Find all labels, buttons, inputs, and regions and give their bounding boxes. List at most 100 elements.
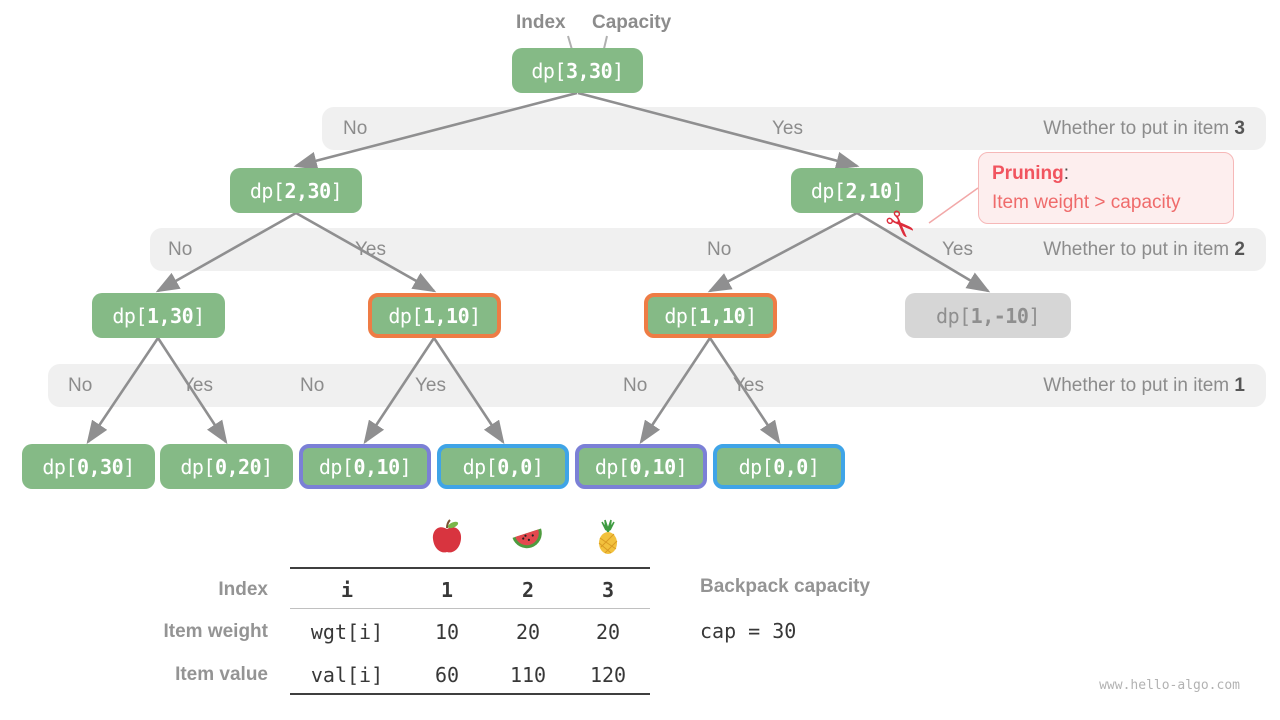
cell-w3: 20 (595, 620, 621, 644)
node-value: 1,-10 (970, 303, 1029, 328)
node-text: ] (612, 58, 624, 83)
node-value: 2,10 (845, 178, 892, 203)
backpack-capacity-value: cap = 30 (700, 619, 797, 643)
band-caption: Whether to put in item 2 (1043, 228, 1245, 271)
node-text: ] (531, 454, 544, 479)
node-text: ] (261, 454, 273, 479)
pruning-pointer-line (928, 187, 979, 224)
cell-2: 2 (521, 578, 535, 602)
pruning-callout: Pruning: Item weight > capacity (978, 152, 1234, 224)
backpack-capacity-label: Backpack capacity (700, 576, 871, 597)
node-dp-0-0-blue: dp[0,0] (713, 444, 845, 489)
cell-val: val[i] (310, 663, 384, 687)
node-text: ] (1028, 303, 1040, 328)
band-caption-text: Whether to put in item (1043, 118, 1230, 139)
watermelon-icon (511, 519, 545, 555)
pruning-title-text: Pruning (992, 163, 1064, 184)
band-item-number: 1 (1234, 375, 1245, 396)
node-dp-0-20: dp[0,20] (160, 444, 293, 489)
watermark: www.hello-algo.com (1099, 678, 1240, 693)
branch-label-no: No (707, 239, 732, 260)
node-text: ] (123, 454, 135, 479)
node-value: 1,10 (698, 303, 746, 328)
row-label-value: Item value (175, 664, 268, 685)
node-text: ] (745, 303, 757, 328)
branch-label-yes: Yes (733, 375, 764, 396)
branch-label-no: No (343, 118, 368, 139)
node-text: dp[ (388, 303, 423, 328)
node-text: dp[ (462, 454, 498, 479)
node-dp-0-30: dp[0,30] (22, 444, 155, 489)
node-text: ] (675, 454, 688, 479)
pruning-title: Pruning: (992, 159, 1220, 188)
table-rule-bottom (290, 693, 650, 695)
branch-label-yes: Yes (772, 118, 803, 139)
band-caption: Whether to put in item 1 (1043, 364, 1245, 407)
row-label-index: Index (218, 579, 268, 600)
decision-band-item-3: No Yes Whether to put in item 3 (322, 107, 1266, 150)
node-dp-0-10-purple: dp[0,10] (575, 444, 707, 489)
node-value: 0,20 (214, 454, 262, 479)
table-rule-top (290, 567, 650, 569)
pruning-colon: : (1063, 163, 1070, 184)
node-dp-2-10: dp[2,10] (791, 168, 923, 213)
node-dp-2-30: dp[2,30] (230, 168, 362, 213)
node-text: dp[ (810, 178, 846, 203)
band-caption-text: Whether to put in item (1043, 239, 1230, 260)
band-caption: Whether to put in item 3 (1043, 107, 1245, 150)
cell-w1: 10 (434, 620, 460, 644)
node-value: 1,10 (422, 303, 470, 328)
node-dp-0-10-purple: dp[0,10] (299, 444, 431, 489)
node-text: dp[ (664, 303, 699, 328)
cell-i: i (340, 578, 354, 602)
node-value: 3,30 (565, 58, 613, 83)
branch-label-yes: Yes (415, 375, 446, 396)
cell-v2: 110 (509, 663, 547, 687)
branch-label-no: No (300, 375, 325, 396)
band-item-number: 3 (1234, 118, 1245, 139)
index-label: Index (516, 12, 566, 33)
band-caption-text: Whether to put in item (1043, 375, 1230, 396)
cell-v1: 60 (434, 663, 460, 687)
cell-3: 3 (601, 578, 615, 602)
node-text: dp[ (594, 454, 630, 479)
branch-label-yes: Yes (942, 239, 973, 260)
branch-label-no: No (68, 375, 93, 396)
row-label-weight: Item weight (163, 621, 268, 642)
node-text: ] (891, 178, 904, 203)
node-value: 1,30 (146, 303, 194, 328)
branch-label-no: No (623, 375, 648, 396)
node-text: ] (330, 178, 343, 203)
branch-label-yes: Yes (355, 239, 386, 260)
branch-label-yes: Yes (182, 375, 213, 396)
node-text: ] (193, 303, 205, 328)
node-text: dp[ (936, 303, 971, 328)
decision-band-item-1: No Yes No Yes No Yes Whether to put in i… (48, 364, 1266, 407)
node-text: dp[ (180, 454, 215, 479)
node-text: dp[ (738, 454, 774, 479)
capacity-label: Capacity (592, 12, 672, 33)
node-dp-1-30: dp[1,30] (92, 293, 225, 338)
node-value: 0,10 (629, 454, 676, 479)
apple-icon (430, 519, 464, 555)
node-text: dp[ (318, 454, 354, 479)
node-text: dp[ (249, 178, 285, 203)
node-text: dp[ (531, 58, 566, 83)
node-value: 0,30 (76, 454, 124, 479)
node-value: 2,30 (284, 178, 331, 203)
node-value: 0,0 (497, 454, 532, 479)
node-value: 0,0 (773, 454, 808, 479)
node-text: ] (399, 454, 412, 479)
node-text: ] (469, 303, 481, 328)
table-rule-middle (290, 608, 650, 609)
node-dp-3-30: dp[3,30] (512, 48, 643, 93)
node-dp-0-0-blue: dp[0,0] (437, 444, 569, 489)
node-text: ] (807, 454, 820, 479)
node-dp-1-10-highlighted: dp[1,10] (644, 293, 777, 338)
node-dp-1-neg10-pruned: dp[1,-10] (905, 293, 1071, 338)
node-value: 0,10 (353, 454, 400, 479)
cell-wgt: wgt[i] (310, 620, 384, 644)
cell-v3: 120 (589, 663, 627, 687)
decision-band-item-2: No Yes No Yes Whether to put in item 2 (150, 228, 1266, 271)
